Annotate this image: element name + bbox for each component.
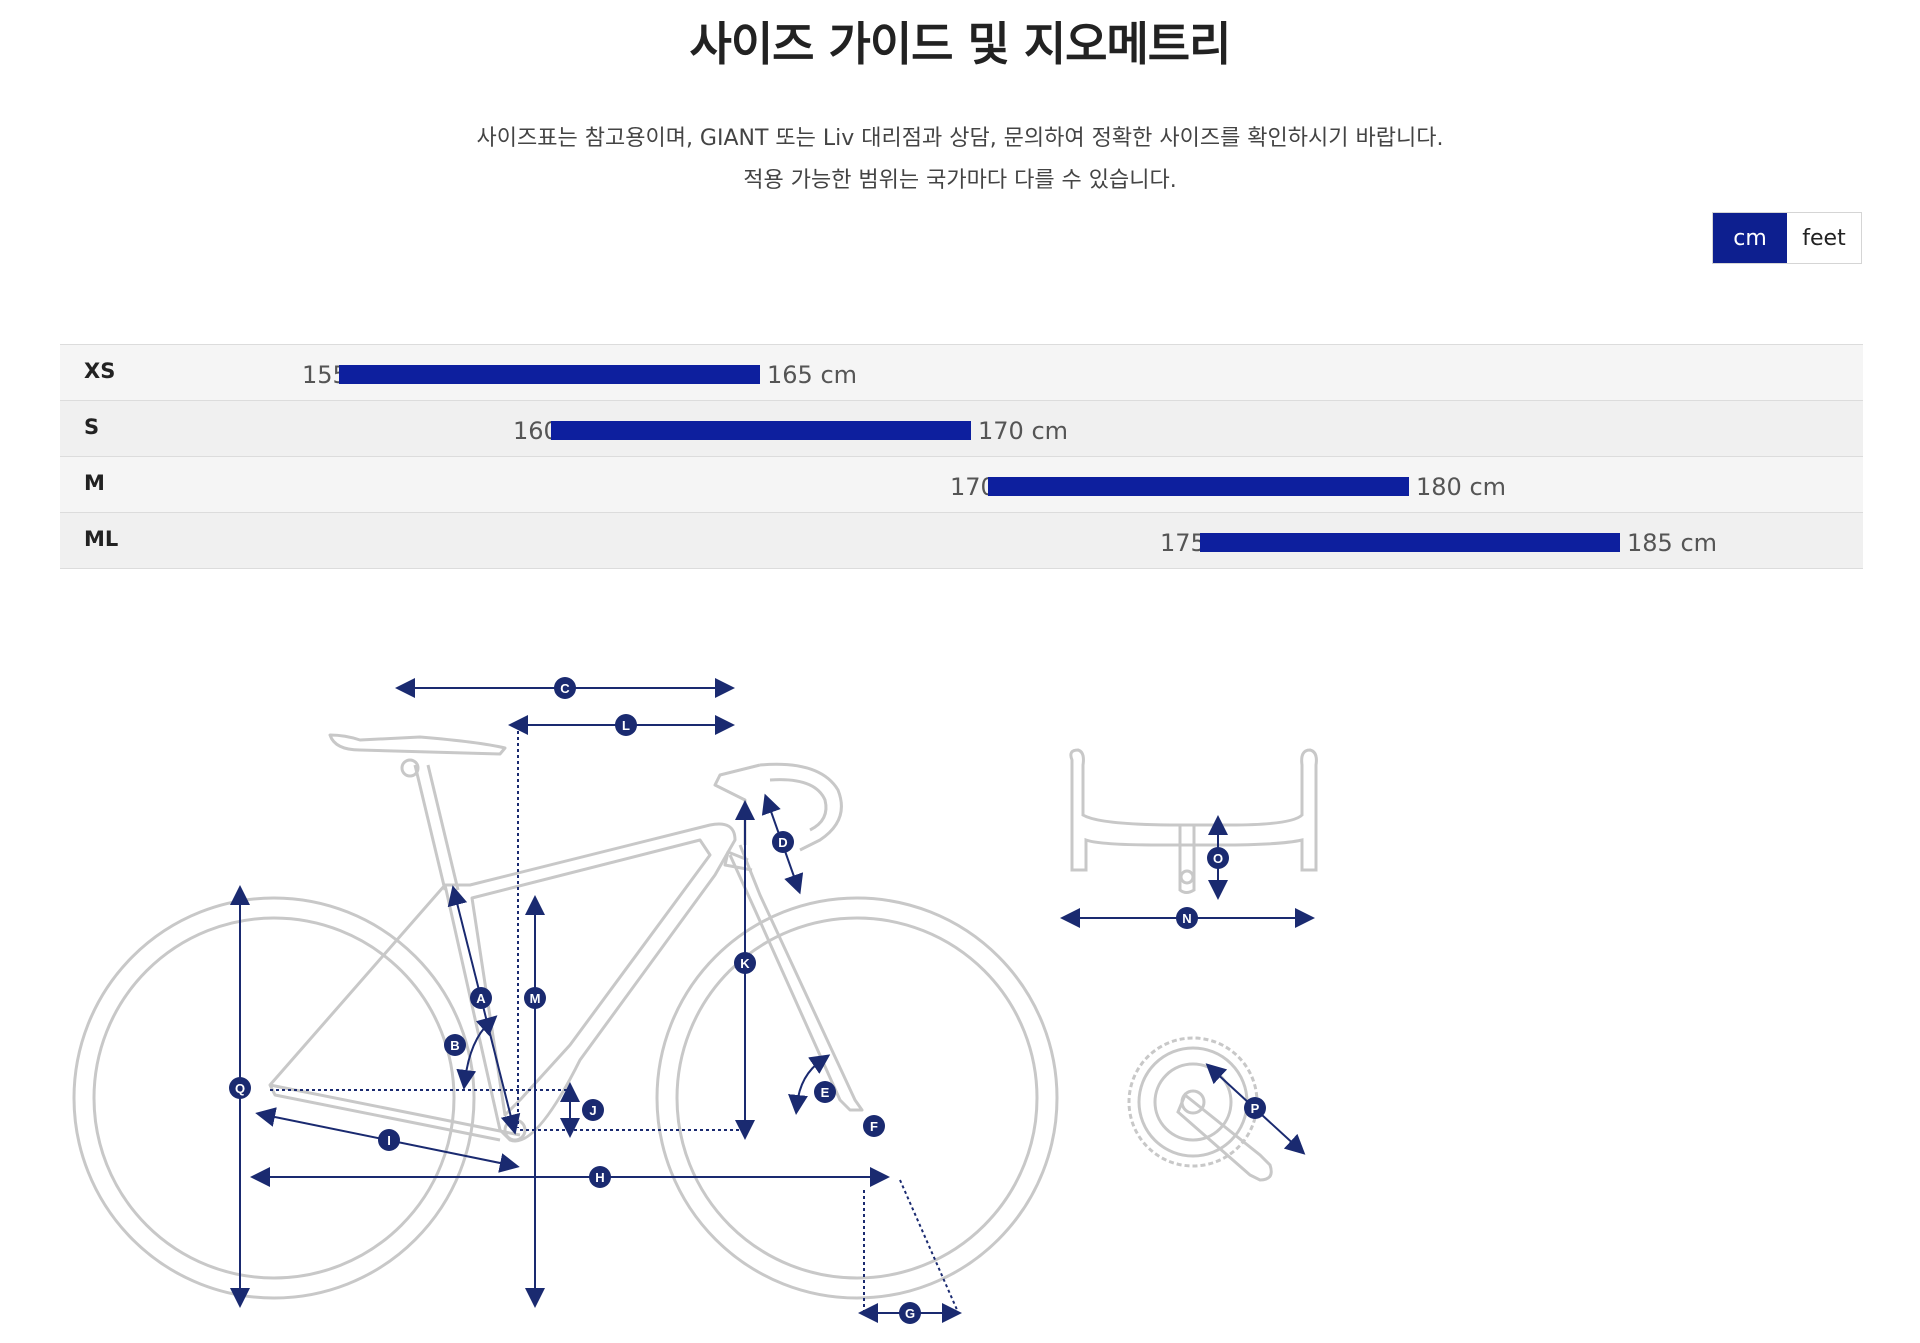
- marker-b: B: [444, 1034, 466, 1056]
- front-wheel: [655, 896, 1059, 1300]
- marker-j: J: [582, 1099, 604, 1121]
- marker-p-label: P: [1251, 1101, 1260, 1116]
- marker-e: E: [814, 1081, 836, 1103]
- marker-b-label: B: [450, 1038, 459, 1053]
- size-table: XS 155 cm 165 cm S 160 cm 170 cm M 170 c…: [60, 344, 1863, 569]
- range-max: 185 cm: [1627, 529, 1718, 557]
- range-bar: [339, 365, 760, 384]
- marker-i-label: I: [387, 1133, 391, 1148]
- size-row-xs: XS 155 cm 165 cm: [60, 345, 1863, 401]
- unit-toggle: cm feet: [1712, 212, 1862, 264]
- marker-a-label: A: [476, 991, 486, 1006]
- marker-i: I: [378, 1129, 400, 1151]
- marker-g: G: [899, 1302, 921, 1324]
- marker-d-label: D: [778, 835, 787, 850]
- marker-f-label: F: [870, 1119, 878, 1134]
- marker-m-label: M: [530, 991, 541, 1006]
- marker-c: C: [554, 677, 576, 699]
- marker-n-label: N: [1182, 911, 1191, 926]
- marker-h-label: H: [595, 1170, 604, 1185]
- marker-d: D: [772, 831, 794, 853]
- marker-a: A: [470, 987, 492, 1009]
- marker-l-label: L: [622, 718, 630, 733]
- description-line-1: 사이즈표는 참고용이며, GIANT 또는 Liv 대리점과 상담, 문의하여 …: [476, 126, 1444, 151]
- marker-q: Q: [229, 1077, 251, 1099]
- description-line-2: 적용 가능한 범위는 국가마다 다를 수 있습니다.: [743, 168, 1177, 193]
- dimension-lines: [230, 678, 1315, 1323]
- marker-q-label: Q: [235, 1081, 245, 1096]
- marker-l: L: [615, 714, 637, 736]
- size-row-s: S 160 cm 170 cm: [60, 401, 1863, 457]
- range-max: 165 cm: [767, 361, 858, 389]
- range-max: 170 cm: [978, 417, 1069, 445]
- range-bar: [551, 421, 971, 440]
- range-bar: [988, 477, 1409, 496]
- marker-h: H: [589, 1166, 611, 1188]
- range-bar: [1200, 533, 1620, 552]
- marker-k: K: [734, 952, 756, 974]
- size-row-m: M 170 cm 180 cm: [60, 457, 1863, 513]
- size-label: S: [84, 415, 100, 439]
- page-title: 사이즈 가이드 및 지오메트리: [689, 17, 1232, 71]
- marker-e-label: E: [821, 1085, 830, 1100]
- unit-cm-button[interactable]: cm: [1713, 213, 1787, 263]
- size-label: ML: [84, 527, 119, 551]
- size-label: XS: [84, 359, 116, 383]
- marker-j-label: J: [589, 1103, 596, 1118]
- size-row-ml: ML 175 cm 185 cm: [60, 513, 1863, 569]
- marker-o: O: [1207, 847, 1229, 869]
- marker-o-label: O: [1213, 851, 1223, 866]
- size-label: M: [84, 471, 105, 495]
- rear-wheel: [72, 896, 476, 1300]
- marker-c-label: C: [560, 681, 570, 696]
- handlebar-front-view: [1069, 748, 1318, 894]
- marker-k-label: K: [740, 956, 750, 971]
- marker-n: N: [1176, 907, 1198, 929]
- marker-m: M: [524, 987, 546, 1009]
- marker-p: P: [1244, 1097, 1266, 1119]
- unit-feet-button[interactable]: feet: [1787, 213, 1861, 263]
- marker-f: F: [863, 1115, 885, 1137]
- marker-g-label: G: [905, 1306, 915, 1321]
- bike-geometry-diagram: C L D K A M B Q: [72, 677, 1318, 1324]
- range-max: 180 cm: [1416, 473, 1507, 501]
